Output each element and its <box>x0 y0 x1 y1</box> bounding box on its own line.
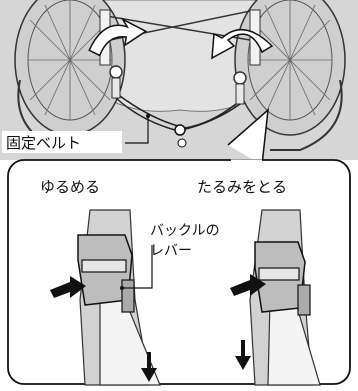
left-buckle-icon <box>77 234 135 313</box>
loosen-label: ゆるめる <box>40 178 100 196</box>
left-push-arrow-icon <box>50 276 86 298</box>
right-buckle-assembly <box>230 209 321 386</box>
left-buckle-assembly <box>50 209 161 386</box>
left-curved-arrow-icon <box>88 17 148 57</box>
right-curved-arrow-icon <box>211 29 274 60</box>
right-wheel-icon <box>234 0 346 151</box>
right-buckle-icon <box>254 241 311 316</box>
top-scene: 固定ベルト <box>0 0 358 160</box>
right-push-arrow-icon <box>230 274 266 296</box>
belt-ring-icon <box>174 124 186 136</box>
tighten-label: たるみをとる <box>197 178 287 196</box>
belt-label: 固定ベルト <box>6 134 81 152</box>
buckle-lever-label-line1: バックルの <box>150 223 220 239</box>
right-down-arrow-icon <box>235 340 251 370</box>
left-down-arrow-icon <box>141 352 157 382</box>
belt-straps <box>115 95 241 131</box>
buckle-lever-label-line2: レバー <box>150 243 192 259</box>
